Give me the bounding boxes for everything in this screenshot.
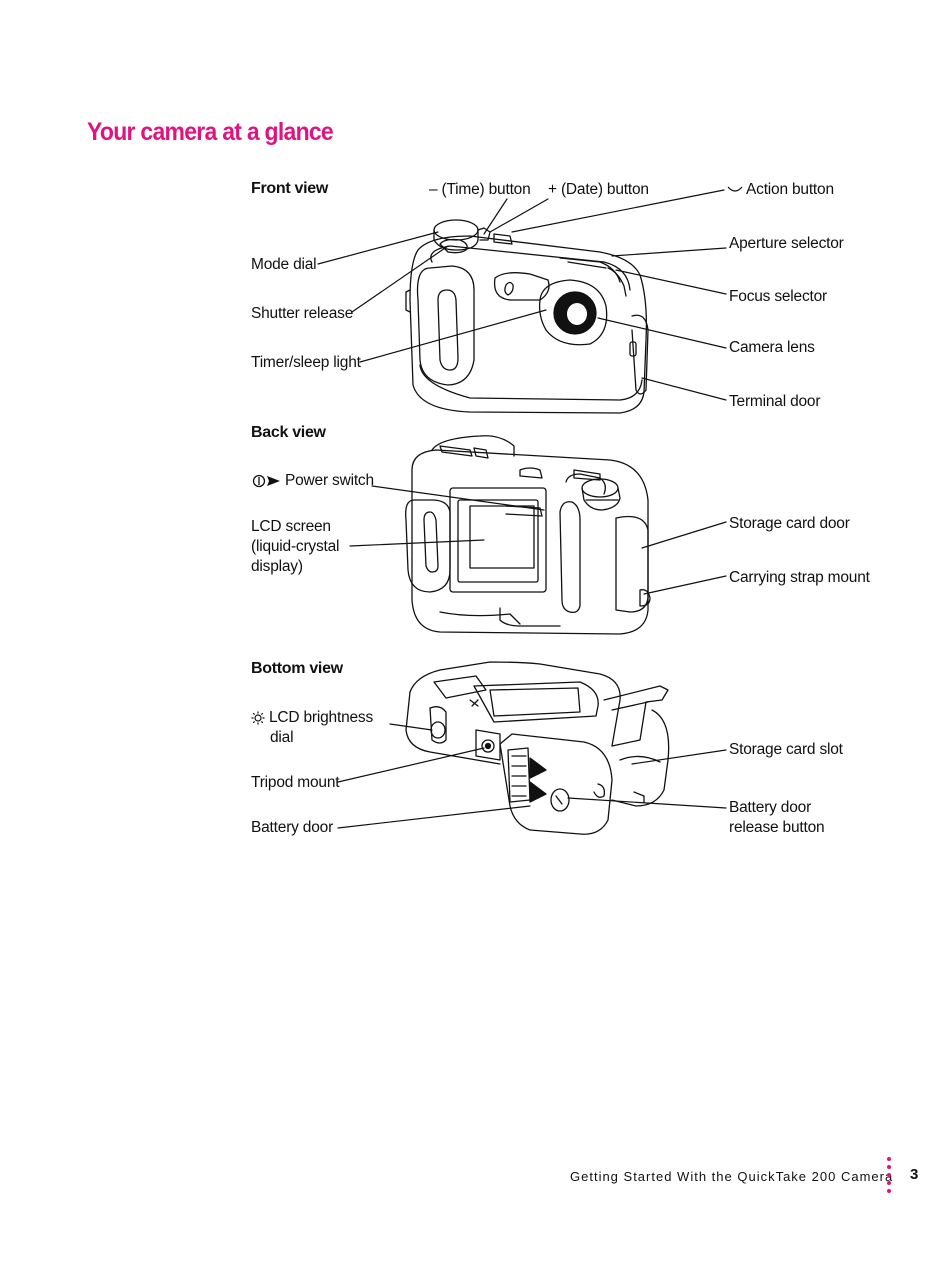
front-view-camera-drawing [405, 219, 649, 414]
bottom-view-camera-drawing [405, 661, 670, 835]
power-switch-icon [252, 474, 280, 488]
terminal-door-label: Terminal door [729, 393, 821, 410]
page-title: Your camera at a glance [87, 118, 334, 146]
lcd-screen-label-line1: LCD screen [251, 518, 331, 535]
date-button-label: + (Date) button [548, 181, 649, 198]
battery-release-label-line2: release button [729, 819, 825, 836]
aperture-selector-label: Aperture selector [729, 235, 844, 252]
front-view-heading: Front view [251, 180, 329, 197]
back-view-camera-drawing [405, 435, 651, 635]
bottom-view-heading: Bottom view [251, 660, 343, 677]
page-dots-decoration [887, 1157, 893, 1197]
lcd-screen-label-line2: (liquid-crystal [251, 538, 340, 555]
lcd-screen-label-line3: display) [251, 558, 303, 575]
timer-sleep-light-label: Timer/sleep light [251, 354, 361, 371]
battery-release-label-line1: Battery door [729, 799, 812, 816]
power-switch-text: Power switch [285, 472, 374, 489]
camera-lens-label: Camera lens [729, 339, 815, 356]
back-view-heading: Back view [251, 424, 326, 441]
sun-brightness-icon [251, 711, 265, 725]
power-switch-label: Power switch [252, 471, 374, 491]
time-button-label: – (Time) button [429, 181, 531, 198]
action-button-text: Action button [746, 181, 834, 198]
lcd-brightness-text: LCD brightness [269, 709, 374, 726]
lcd-brightness-label-line1: LCD brightness [251, 708, 373, 728]
action-button-label: Action button [727, 180, 834, 200]
battery-door-label: Battery door [251, 819, 334, 836]
storage-card-door-label: Storage card door [729, 515, 850, 532]
action-smile-icon [727, 186, 743, 192]
focus-selector-label: Focus selector [729, 288, 827, 305]
carrying-strap-mount-label: Carrying strap mount [729, 569, 870, 586]
leader-lines [317, 189, 727, 829]
storage-card-slot-label: Storage card slot [729, 741, 843, 758]
page-number: 3 [910, 1166, 919, 1183]
tripod-mount-label: Tripod mount [251, 774, 340, 791]
shutter-release-label: Shutter release [251, 305, 354, 322]
footer-title: Getting Started With the QuickTake 200 C… [570, 1169, 894, 1184]
mode-dial-label: Mode dial [251, 256, 317, 273]
lcd-brightness-label-line2: dial [270, 729, 294, 746]
